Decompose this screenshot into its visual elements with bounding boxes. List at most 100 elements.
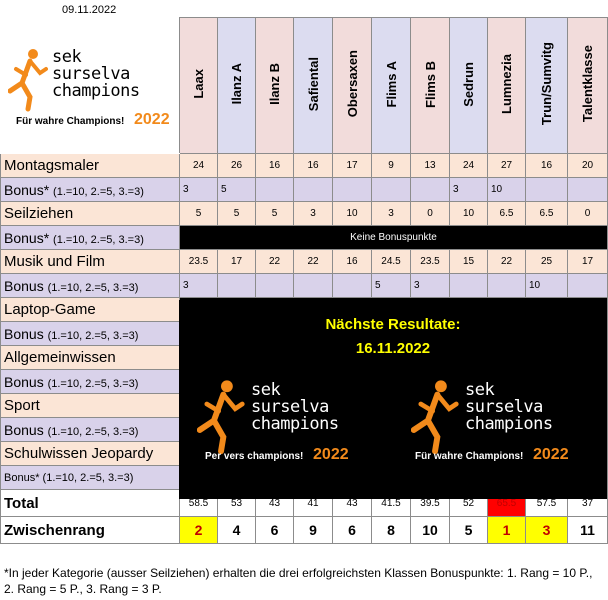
logo-cell [0, 17, 180, 154]
score-cell: 16 [255, 153, 294, 178]
column-header: Laax [179, 17, 218, 154]
score-cell [255, 177, 294, 202]
score-cell [567, 273, 608, 298]
column-header-label: Safiental [305, 56, 321, 112]
column-header: Ilanz A [217, 17, 256, 154]
category-label: Bonus* (1.=10, 2.=5, 3.=3) [0, 465, 180, 490]
category-label: Schulwissen Jeopardy [0, 441, 180, 466]
runner-logo-icon [197, 380, 245, 455]
score-cell: 27 [487, 153, 526, 178]
bonus-rule-text: (1.=10, 2.=5, 3.=3) [42, 471, 134, 484]
score-cell [410, 177, 450, 202]
category-label-text: Bonus [4, 373, 44, 390]
category-label-text: Bonus [4, 421, 44, 438]
column-header-label: Lumnezia [499, 54, 514, 114]
logo-line-champions: champions [465, 414, 553, 434]
score-cell: 0 [567, 201, 608, 226]
score-cell: 24 [449, 153, 488, 178]
logo-line-sek: sek [52, 47, 82, 67]
score-cell [332, 177, 372, 202]
column-header-label: Ilanz B [267, 63, 282, 105]
score-cell [332, 273, 372, 298]
category-label-text: Laptop-Game [4, 301, 96, 318]
category-label: Bonus (1.=10, 2.=5, 3.=3) [0, 321, 180, 346]
score-cell: 0 [410, 201, 450, 226]
rank-cell: 5 [449, 516, 488, 544]
logo-tagline: Für wahre Champions! [415, 451, 524, 462]
table-row: Schulwissen Jeopardy [0, 441, 608, 466]
category-label: Sport [0, 393, 180, 418]
category-label: Bonus (1.=10, 2.=5, 3.=3) [0, 369, 180, 394]
rank-cell: 4 [217, 516, 256, 544]
column-header: Talentklasse [567, 17, 608, 154]
score-cell: 10 [449, 201, 488, 226]
rank-cell: 8 [371, 516, 411, 544]
category-label-text: Seilziehen [4, 205, 74, 222]
score-cell: 10 [525, 273, 568, 298]
category-label-text: Bonus [4, 325, 44, 342]
logo-tagline: Für wahre Champions! [16, 116, 125, 127]
rank-cell: 6 [332, 516, 372, 544]
column-header: Flims B [410, 17, 450, 154]
logo-line-surselva: surselva [251, 397, 329, 417]
category-label: Bonus* (1.=10, 2.=5, 3.=3) [0, 225, 180, 250]
rank-cell: 3 [525, 516, 568, 544]
column-header-label: Ilanz A [229, 63, 244, 105]
score-cell: 3 [410, 273, 450, 298]
score-cell: 23.5 [410, 249, 450, 274]
category-label-text: Bonus [4, 277, 44, 294]
score-cell: 3 [179, 273, 218, 298]
column-header-label: Flims A [383, 60, 399, 108]
score-cell: 22 [487, 249, 526, 274]
rank-cell: 1 [487, 516, 526, 544]
score-cell: 17 [217, 249, 256, 274]
score-cell: 6.5 [525, 201, 568, 226]
logo-line-surselva: surselva [52, 64, 130, 84]
score-cell: 5 [217, 201, 256, 226]
score-cell [255, 273, 294, 298]
logo-year: 2022 [533, 446, 569, 463]
score-cell: 3 [179, 177, 218, 202]
total-cell: 37 [567, 489, 608, 517]
score-cell: 6.5 [487, 201, 526, 226]
category-label-text: Sport [4, 397, 40, 414]
category-label-text: Allgemeinwissen [4, 349, 116, 366]
table-row: Bonus (1.=10, 2.=5, 3.=3) [0, 417, 608, 442]
rank-cell: 10 [410, 516, 450, 544]
score-cell [371, 177, 411, 202]
logo-tagline: Per vers champions! [205, 451, 304, 462]
score-cell: 20 [567, 153, 608, 178]
score-cell [487, 273, 526, 298]
column-header-label: Flims B [422, 60, 438, 108]
table-row: Sport [0, 393, 608, 418]
column-header: Trun/Sumvitg [525, 17, 568, 154]
score-cell [293, 273, 333, 298]
next-results-title: Nächste Resultate: [325, 316, 461, 333]
logo-line-champions: champions [251, 414, 339, 434]
score-cell: 5 [371, 273, 411, 298]
footnote: *In jeder Kategorie (ausser Seilziehen) … [4, 566, 593, 596]
logo-line-surselva: surselva [465, 397, 543, 417]
category-label: Bonus (1.=10, 2.=5, 3.=3) [0, 273, 180, 298]
column-header-label: Trun/Sumvitg [539, 42, 554, 126]
rank-cell: 9 [293, 516, 333, 544]
category-label: Musik und Film [0, 249, 180, 274]
column-header: Safiental [293, 17, 333, 154]
score-cell: 16 [332, 249, 372, 274]
column-header: Obersaxen [332, 17, 372, 154]
bonus-rule-text: (1.=10, 2.=5, 3.=3) [47, 377, 139, 390]
score-cell: 3 [449, 177, 488, 202]
category-label-text: Bonus* [4, 471, 40, 484]
score-cell: 17 [332, 153, 372, 178]
rank-cell: 6 [255, 516, 294, 544]
category-label: Bonus (1.=10, 2.=5, 3.=3) [0, 417, 180, 442]
column-header-label: Obersaxen [344, 50, 360, 118]
no-bonus-note: Keine Bonuspunkte [179, 225, 608, 250]
logo-line-champions: champions [52, 81, 140, 101]
bonus-rule-text: (1.=10, 2.=5, 3.=3) [53, 233, 144, 246]
table-row: Bonus (1.=10, 2.=5, 3.=3) [0, 321, 608, 346]
column-header-label: Sedrun [461, 61, 476, 107]
